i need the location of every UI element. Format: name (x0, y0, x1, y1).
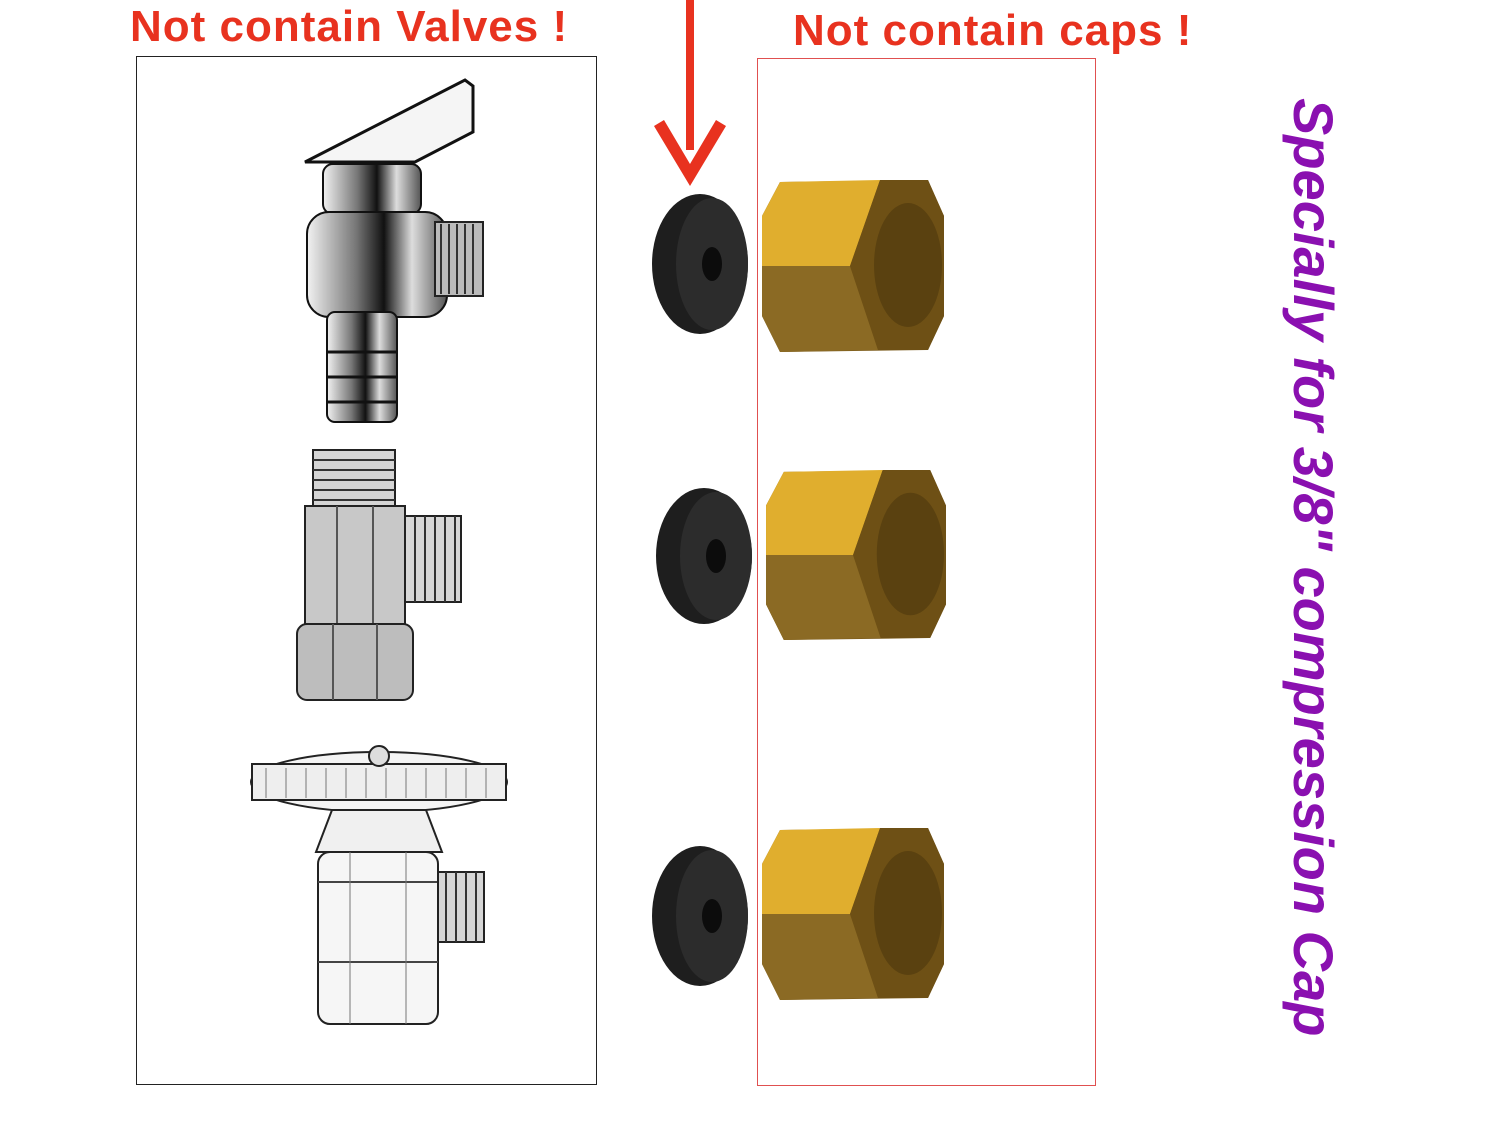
caps-panel (757, 58, 1096, 1086)
valves-warning-label: Not contain Valves ! (130, 2, 569, 51)
rubber-washer-icon (652, 194, 748, 334)
oval-handle-valve-icon (250, 745, 508, 1025)
rubber-washer-icon (652, 846, 748, 986)
side-title: Specially for 3/8" compression Cap (1282, 98, 1345, 1037)
caps-warning-label: Not contain caps ! (793, 6, 1193, 55)
brass-compression-cap-icon (766, 469, 946, 641)
down-arrow-icon (654, 0, 726, 186)
rubber-washer-icon (656, 488, 752, 624)
tee-adapter-icon (296, 449, 462, 701)
valves-panel (136, 56, 597, 1085)
brass-compression-cap-icon (762, 828, 944, 1000)
quarter-turn-valve-icon (304, 78, 484, 423)
brass-compression-cap-icon (762, 180, 944, 352)
